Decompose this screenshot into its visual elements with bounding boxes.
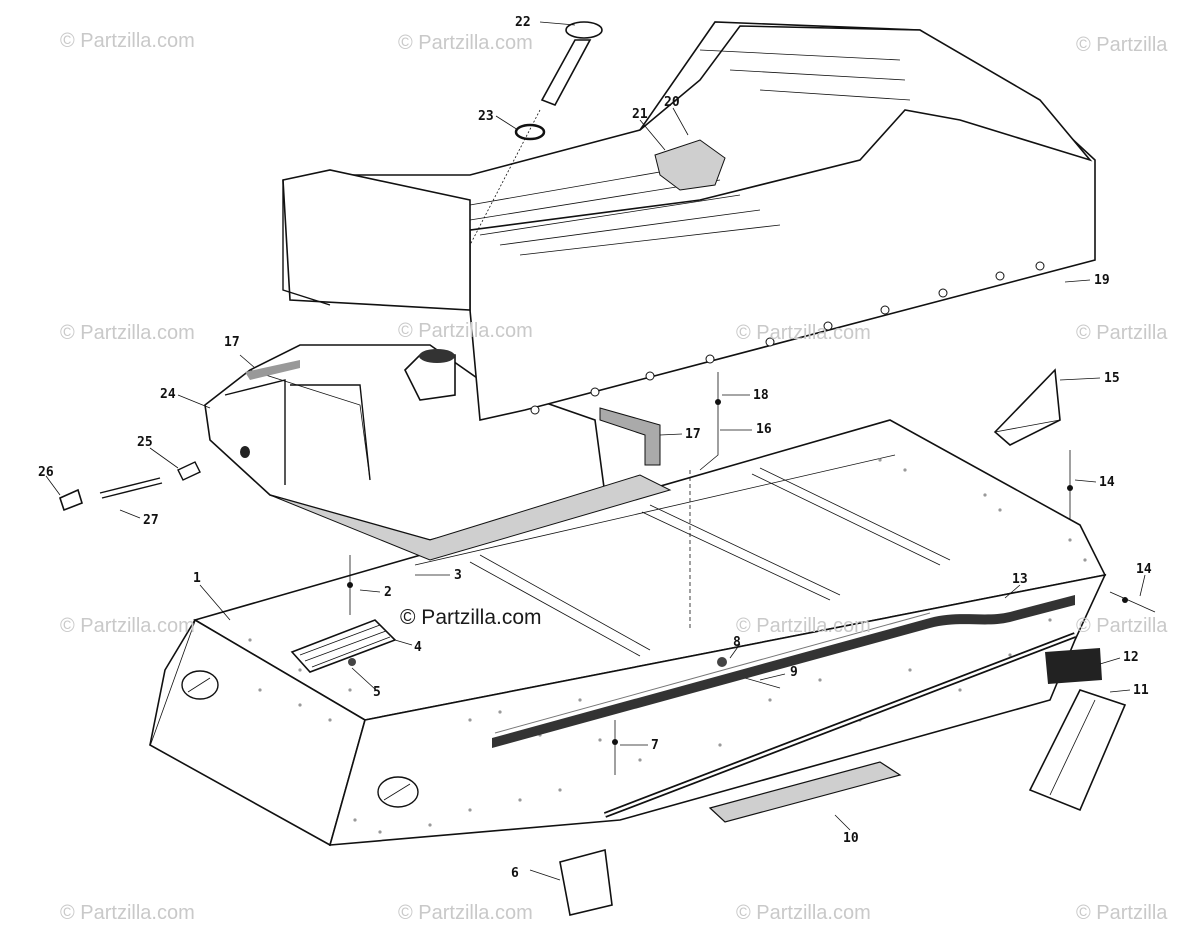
callout-4: 4: [414, 640, 422, 655]
cross-rod: [603, 632, 1077, 818]
reflector-12: [1045, 648, 1102, 684]
fasteners: [347, 372, 1156, 775]
watermark: © Partzilla.com: [60, 322, 195, 344]
watermark: © Partzilla.com: [398, 32, 533, 54]
callout-19: 19: [1094, 273, 1110, 288]
callout-25: 25: [137, 435, 153, 450]
callout-24: 24: [160, 387, 176, 402]
watermark: © Partzilla: [1076, 34, 1168, 56]
callout-12: 12: [1123, 650, 1139, 665]
watermark: © Partzilla: [1076, 615, 1168, 637]
callout-6: 6: [511, 866, 519, 881]
callout-14b: 14: [1136, 562, 1152, 577]
watermark: © Partzilla.com: [60, 615, 195, 637]
watermark: © Partzilla.com: [736, 322, 871, 344]
callout-11: 11: [1133, 683, 1149, 698]
callout-23: 23: [478, 109, 494, 124]
callout-16: 16: [756, 422, 772, 437]
callout-2: 2: [384, 585, 392, 600]
watermark: © Partzilla.com: [398, 320, 533, 342]
foam-pad: [708, 761, 902, 823]
center-watermark: © Partzilla.com: [400, 606, 542, 629]
plate-6: [559, 848, 613, 916]
watermark: © Partzilla.com: [736, 902, 871, 924]
bracket-15: [993, 368, 1061, 446]
callout-15: 15: [1104, 371, 1120, 386]
callout-27: 27: [143, 513, 159, 528]
callout-18: 18: [753, 388, 769, 403]
watermark: © Partzilla.com: [398, 902, 533, 924]
callout-20: 20: [664, 95, 680, 110]
watermark: © Partzilla.com: [60, 30, 195, 52]
seat-assembly: [282, 21, 1096, 421]
callout-5: 5: [373, 685, 381, 700]
callout-14: 14: [1099, 475, 1115, 490]
callout-3: 3: [454, 568, 462, 583]
leader-lines: [45, 21, 1146, 881]
watermark: © Partzilla.com: [60, 902, 195, 924]
watermark: © Partzilla: [1076, 322, 1168, 344]
fuel-fittings: [59, 461, 201, 512]
callout-10: 10: [843, 831, 859, 846]
callout-21: 21: [632, 107, 648, 122]
callout-13: 13: [1012, 572, 1028, 587]
callout-9: 9: [790, 665, 798, 680]
callout-8: 8: [733, 635, 741, 650]
callouts: 1 2 3 4 5 6 7 8 9 10 11 12 13 14 14 15 1…: [38, 15, 1152, 881]
trim-strip: [492, 595, 1075, 748]
callout-1: 1: [193, 571, 201, 586]
watermark: © Partzilla.com: [736, 615, 871, 637]
footrest-plate: [290, 619, 397, 673]
callout-17: 17: [224, 335, 240, 350]
gas-cap: [469, 21, 603, 246]
callout-7: 7: [651, 738, 659, 753]
bracket-11: [1028, 689, 1127, 812]
callout-17b: 17: [685, 427, 701, 442]
watermark: © Partzilla: [1076, 902, 1168, 924]
callout-22: 22: [515, 15, 531, 30]
callout-26: 26: [38, 465, 54, 480]
tunnel-frame: [149, 419, 1107, 847]
